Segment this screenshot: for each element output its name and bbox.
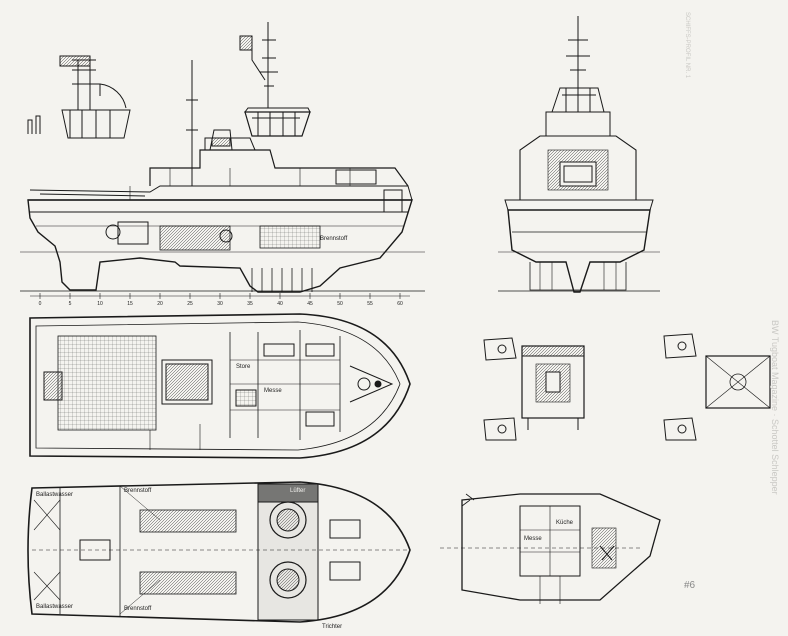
lower-fore-stbd-label: Ballastwasser [36, 604, 74, 610]
show-through-header: SCHIFFS-PROFIL NR. 1 [684, 12, 690, 79]
station-number: 30 [217, 301, 223, 307]
lower-aft-box-label: Lüfter [290, 488, 306, 494]
station-number: 45 [307, 301, 313, 307]
deckhouse [149, 149, 409, 187]
station-number: 20 [157, 301, 163, 307]
bridge-plans [483, 333, 771, 441]
main-deck-plan [29, 313, 411, 459]
station-number: 55 [367, 301, 373, 307]
main-mast [260, 22, 278, 108]
station-number: 10 [97, 301, 103, 307]
bridge-plan-b [705, 355, 771, 409]
station-number: 35 [247, 301, 253, 307]
wheelhouse-cross-section [59, 55, 131, 139]
station-scale: 0 5 10 15 20 25 30 35 40 45 50 55 60 [30, 293, 410, 307]
deck-store-label: Store [236, 364, 251, 370]
aft-mast [186, 60, 198, 186]
bridge-room-a-label: Messe [524, 536, 542, 542]
lower-deck-plan [27, 481, 411, 623]
port-thruster-well [269, 501, 307, 539]
deck-messe-label: Messe [264, 388, 282, 394]
station-number: 5 [69, 301, 72, 307]
stern-note-label: Trichter [322, 624, 343, 630]
deck-outline [29, 313, 411, 459]
station-number: 25 [187, 301, 193, 307]
hull-outline [27, 199, 413, 293]
station-number: 15 [127, 301, 133, 307]
main-engine [159, 225, 231, 251]
station-number: 60 [397, 301, 403, 307]
bow-deck-detail [440, 493, 661, 604]
stbd-thruster-well [269, 561, 307, 599]
lower-fore-port-label: Ballastwasser [36, 492, 74, 498]
lower-deck-outline [27, 481, 411, 623]
wheelhouse [244, 111, 311, 137]
pencil-annotation: #6 [684, 580, 696, 591]
front-elevation-view [498, 16, 660, 293]
show-through-rotated-caption: BW Tugboat Magazine · Schottel Schlepper [770, 320, 780, 495]
lower-mid-stbd-label: Brennstoff [124, 606, 152, 612]
engine-label: Brennstoff [320, 236, 348, 242]
station-number: 40 [277, 301, 283, 307]
front-hull [507, 209, 651, 293]
engine-room-block [257, 483, 319, 621]
port-engine [139, 509, 237, 533]
side-profile-view [20, 22, 425, 293]
lower-mid-port-label: Brennstoff [124, 488, 152, 494]
station-number: 50 [337, 301, 343, 307]
stbd-engine [139, 571, 237, 595]
stern-thruster [251, 268, 313, 292]
front-mast [566, 16, 590, 88]
aft-deck-grating [57, 335, 157, 431]
front-superstructure [519, 135, 637, 200]
bow-deck-outline [461, 493, 661, 601]
bridge-room-b-label: Küche [556, 520, 574, 526]
station-number: 0 [39, 301, 42, 307]
